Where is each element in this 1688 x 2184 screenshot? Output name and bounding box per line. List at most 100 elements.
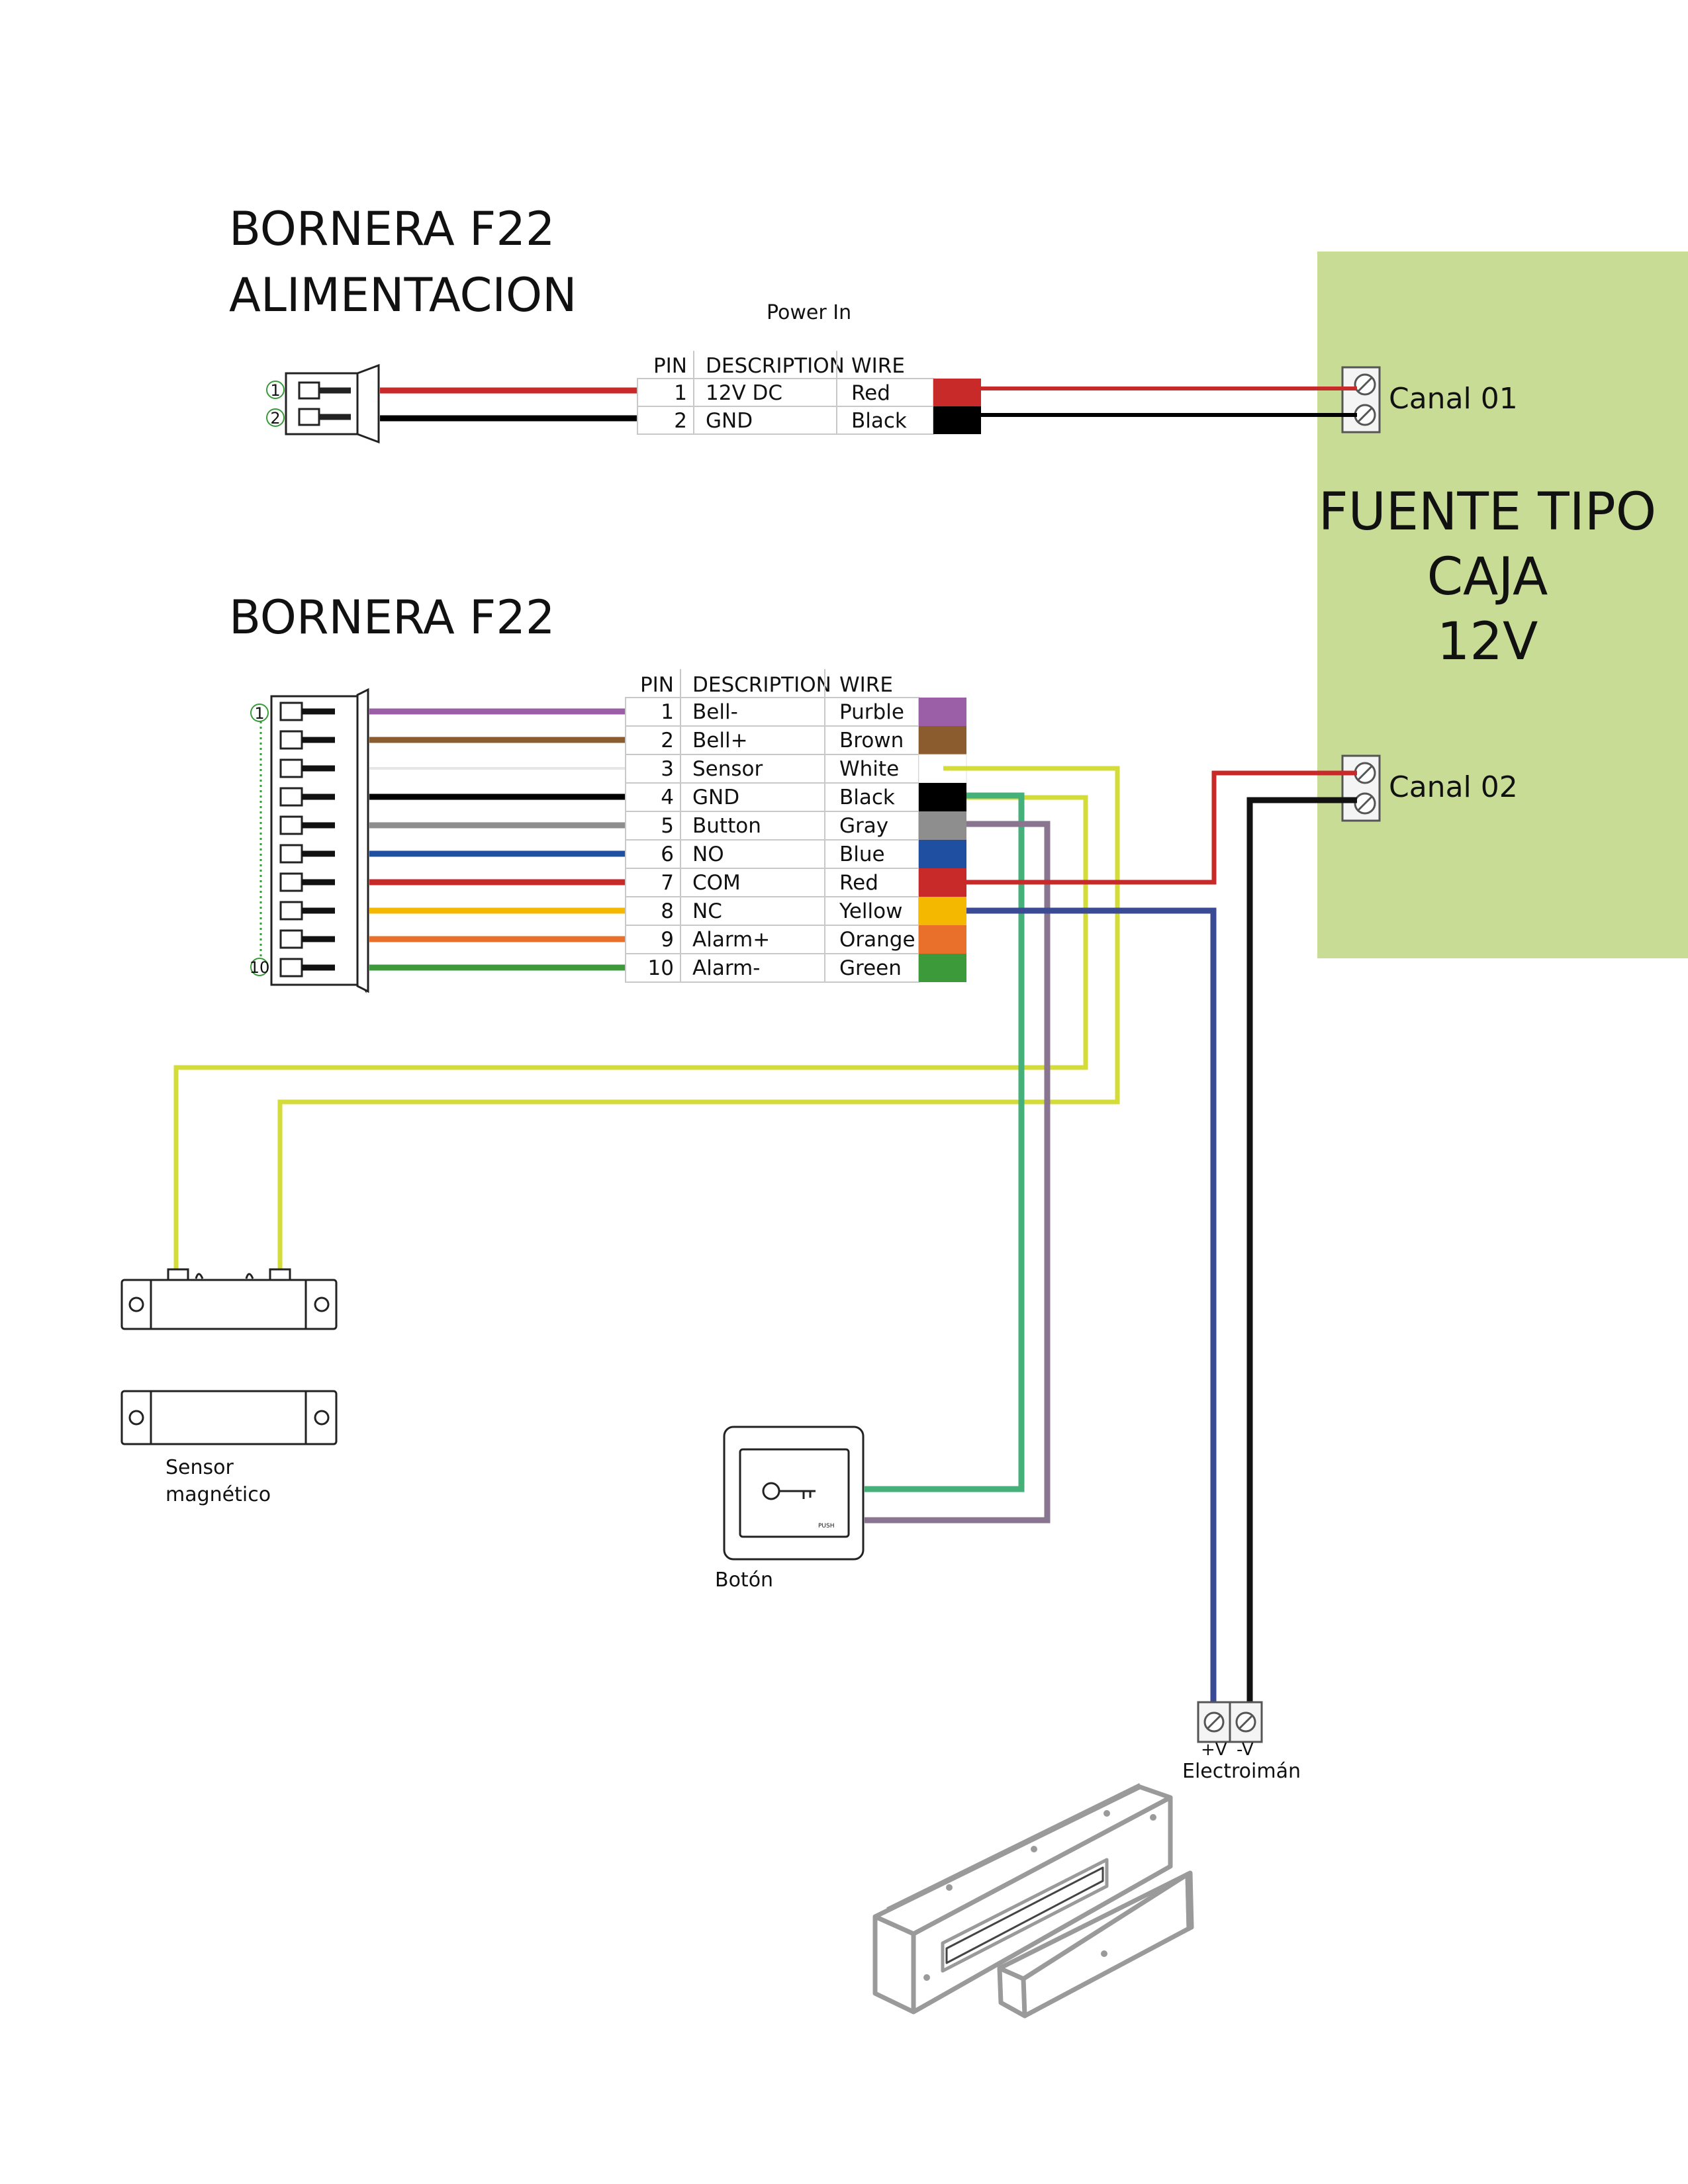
channel-02-terminal	[1341, 754, 1381, 822]
main-table-wire-cell: Orange	[839, 928, 915, 952]
svg-text:10: 10	[250, 958, 270, 977]
connector-pin-slot	[279, 758, 303, 778]
main-table-description-cell: Button	[692, 814, 761, 838]
routed-wires	[173, 766, 1357, 1715]
push-button	[723, 1426, 865, 1561]
main-table-pin-cell: 5	[661, 814, 674, 838]
psu-title-line1: FUENTE TIPO	[1319, 482, 1656, 542]
connector-pin-slot	[279, 815, 303, 835]
power-table-pin-cell: 1	[674, 381, 687, 405]
channel-01-label: Canal 01	[1389, 382, 1518, 416]
power-table-description-header: DESCRIPTION	[706, 354, 845, 378]
main-table-pin-cell: 7	[661, 871, 674, 895]
main-table-wire-cell: Black	[839, 786, 895, 809]
maglock-plus-label: +V	[1201, 1740, 1227, 1760]
main-table-color-swatch	[919, 868, 966, 897]
main-wires	[369, 708, 626, 971]
connector-pin-slot	[279, 702, 303, 721]
psu-title-line2: CAJA	[1427, 547, 1548, 607]
sensor-wire-a	[277, 766, 1120, 1274]
main-table-description-cell: Alarm-	[692, 956, 760, 980]
power-connector	[285, 363, 380, 444]
power-table-color-swatch	[933, 379, 981, 406]
button-wire-green	[865, 792, 1025, 1492]
maglock-terminals	[1197, 1701, 1263, 1743]
connector-pin-slot	[279, 958, 303, 978]
channel-02-label: Canal 02	[1389, 770, 1518, 804]
main-table-pin-cell: 1	[661, 700, 674, 724]
main-table-color-swatch	[919, 698, 966, 726]
main-table-wire-cell: Green	[839, 956, 902, 980]
main-table-description-header: DESCRIPTION	[692, 673, 831, 697]
connector-pin-slot	[279, 901, 303, 921]
power-table-wire-cell: Red	[851, 381, 890, 405]
sensor-wire-b	[173, 795, 1088, 1274]
connector-pin-slot	[279, 787, 303, 807]
main-title: BORNERA F22	[229, 590, 555, 645]
main-table-color-swatch	[919, 726, 966, 754]
connector-pin-slot	[279, 872, 303, 892]
electromagnetic-lock	[872, 1783, 1194, 2019]
main-table-wire-cell: Blue	[839, 842, 885, 866]
main-table-pin-cell: 8	[661, 899, 674, 923]
power-table-description-cell: 12V DC	[706, 381, 782, 405]
main-table-pin-cell: 9	[661, 928, 674, 952]
main-table-color-swatch	[919, 954, 966, 982]
power-in-label: Power In	[767, 301, 851, 324]
main-table-color-swatch	[919, 811, 966, 840]
connector-pin-slot	[279, 730, 303, 750]
nc-wire-navy	[966, 907, 1217, 1715]
main-table-color-swatch	[919, 925, 966, 954]
channel-01-terminal	[1341, 366, 1381, 433]
main-table-wire-cell: Gray	[839, 814, 888, 838]
main-table-wire-cell: Yellow	[839, 899, 902, 923]
main-table-wire-header: WIRE	[839, 673, 893, 697]
power-table-wire-cell: Black	[851, 409, 907, 433]
main-table-wire-cell: White	[839, 757, 899, 781]
main-table-wire-cell: Brown	[839, 729, 904, 752]
main-table-description-cell: Alarm+	[692, 928, 770, 952]
sensor-label-line1: Sensor	[165, 1456, 234, 1479]
psu-title-line3: 12V	[1437, 612, 1538, 672]
main-pin-1-marker: 1	[250, 704, 269, 723]
magnetic-sensor-upper	[120, 1268, 338, 1330]
svg-text:1: 1	[270, 381, 280, 400]
maglock-wire-black	[1246, 797, 1357, 1715]
maglock-minus-label: -V	[1237, 1740, 1254, 1760]
main-table-color-swatch	[919, 897, 966, 925]
main-table-description-cell: COM	[692, 871, 741, 895]
main-table-wire-cell: Red	[839, 871, 878, 895]
connector-pin-slot	[279, 929, 303, 949]
main-connector-flange	[356, 688, 369, 993]
main-table-pin-header: PIN	[640, 673, 674, 697]
main-table-description-cell: Bell+	[692, 729, 748, 752]
power-pin-1-marker: 1	[266, 381, 285, 400]
main-table-description-cell: GND	[692, 786, 739, 809]
power-table-pin-cell: 2	[674, 409, 687, 433]
power-title-line1: BORNERA F22	[229, 202, 555, 256]
main-table-pin-cell: 10	[648, 956, 674, 980]
main-table-pin-cell: 4	[661, 786, 674, 809]
main-table-pin-cell: 6	[661, 842, 674, 866]
main-table-description-cell: Sensor	[692, 757, 763, 781]
main-table-pin-cell: 3	[661, 757, 674, 781]
main-table-description-cell: Bell-	[692, 700, 738, 724]
com-wire-red	[966, 770, 1357, 885]
button-label: Botón	[715, 1569, 773, 1592]
power-table-color-swatch	[933, 406, 981, 434]
main-table-description-cell: NC	[692, 899, 722, 923]
maglock-label: Electroimán	[1182, 1760, 1301, 1783]
main-table-wire-cell: Purble	[839, 700, 904, 724]
button-plate-label: PUSH	[818, 1523, 835, 1529]
svg-text:1: 1	[254, 704, 264, 723]
sensor-label-line2: magnético	[165, 1483, 271, 1506]
main-connector-pins	[279, 702, 335, 978]
key-icon	[762, 1482, 816, 1500]
main-table-color-swatch	[919, 783, 966, 811]
magnetic-sensor-lower	[120, 1390, 338, 1445]
power-pin-2-marker: 2	[266, 408, 285, 428]
